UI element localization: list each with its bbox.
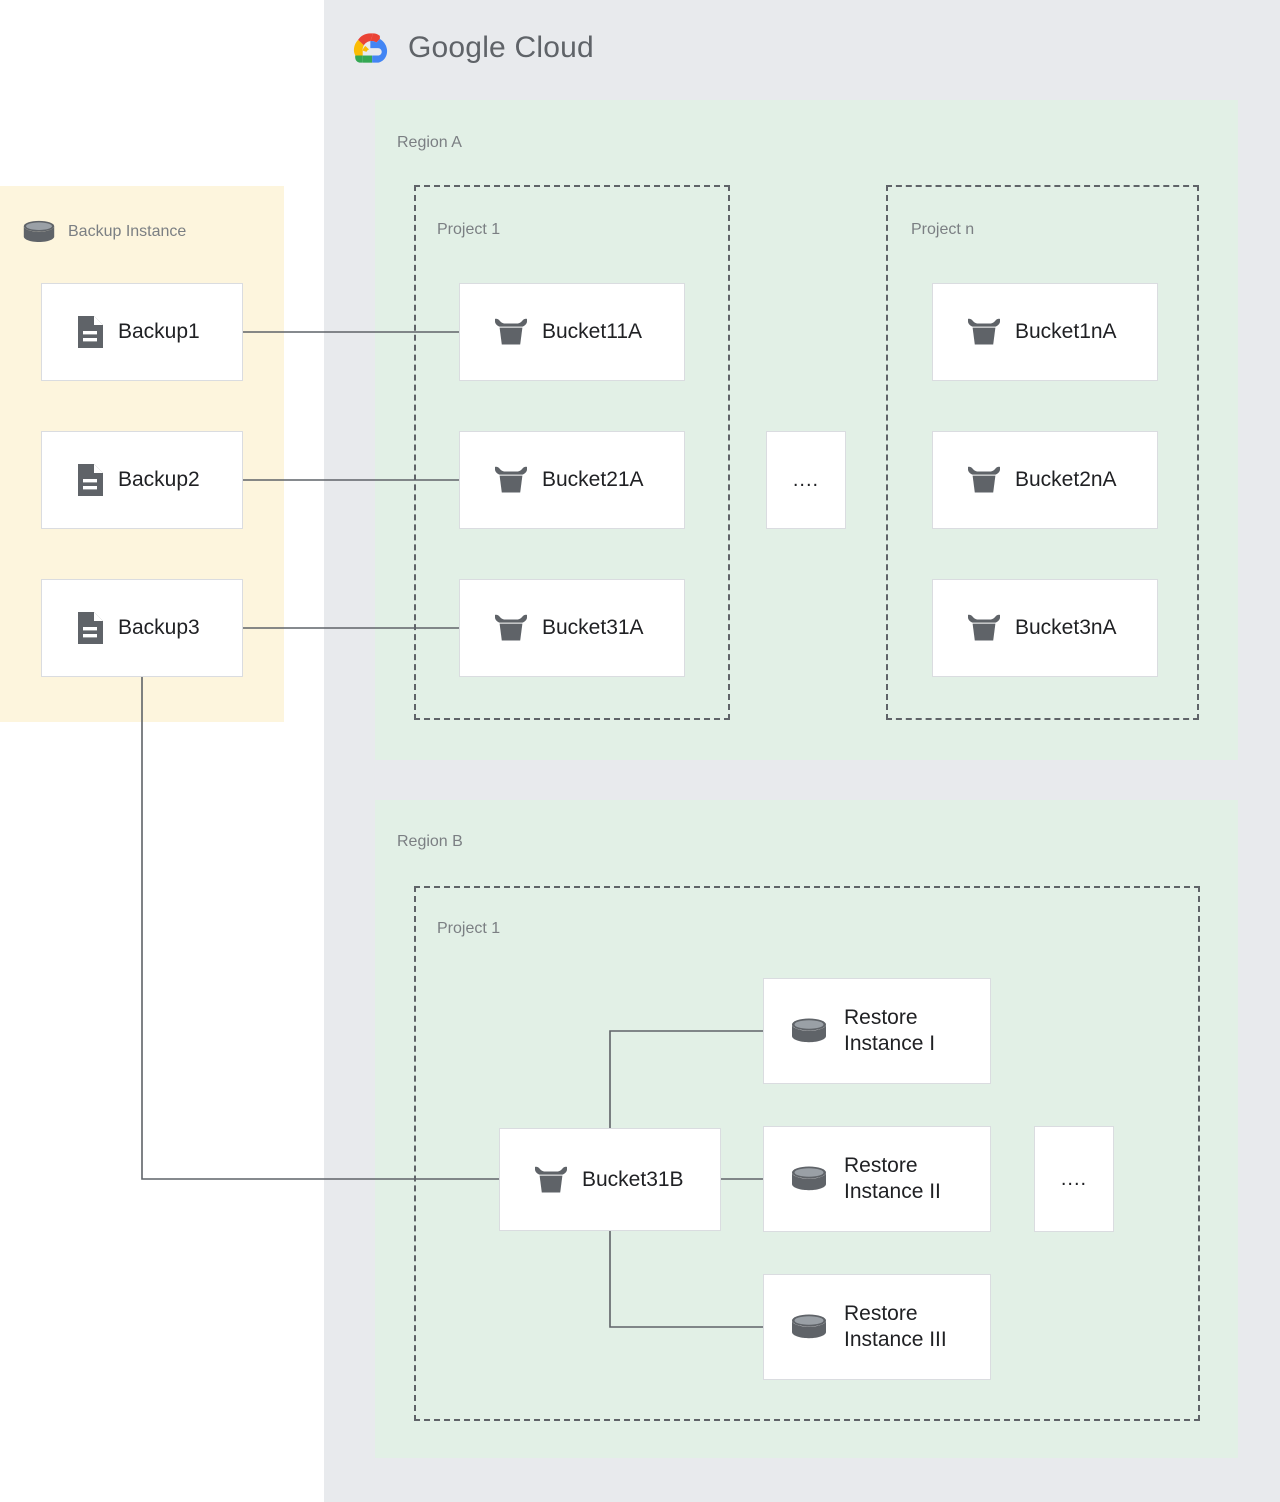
google-cloud-logo-icon	[353, 33, 388, 63]
ellipsis-label: ....	[792, 469, 820, 491]
node-backup3[interactable]: Backup3	[41, 579, 243, 677]
brand-name-google: Google	[408, 31, 506, 64]
database-icon	[792, 1314, 826, 1339]
backup-instance-title: Backup Instance	[68, 223, 187, 240]
node-bucket31b[interactable]: Bucket31B	[499, 1128, 721, 1231]
region-b-project-1-label: Project 1	[437, 920, 501, 937]
node-label: Bucket1nA	[1015, 320, 1117, 344]
bucket-icon	[968, 466, 1000, 493]
bucket-icon	[968, 614, 1000, 641]
database-icon	[792, 1018, 826, 1043]
node-bucket1na[interactable]: Bucket1nA	[932, 283, 1158, 381]
node-label: Bucket11A	[542, 320, 643, 344]
node-bucket21a[interactable]: Bucket21A	[459, 431, 685, 529]
google-cloud-brand: Google Cloud	[352, 26, 594, 70]
ellipsis-label: ....	[1060, 1168, 1088, 1190]
bucket-icon	[495, 614, 527, 641]
document-icon	[78, 612, 103, 644]
region-a-project-1	[414, 185, 730, 720]
database-icon	[23, 220, 55, 243]
node-restore-instance-i[interactable]: Restore Instance I	[763, 978, 991, 1084]
node-label: Bucket31A	[542, 616, 644, 640]
node-restore-instance-ii[interactable]: Restore Instance II	[763, 1126, 991, 1232]
region-b-label: Region B	[397, 833, 463, 850]
node-bucket11a[interactable]: Bucket11A	[459, 283, 685, 381]
bucket-icon	[495, 318, 527, 345]
region-a-ellipsis-box: ....	[766, 431, 846, 529]
node-backup2[interactable]: Backup2	[41, 431, 243, 529]
region-a-project-n	[886, 185, 1199, 720]
node-backup1[interactable]: Backup1	[41, 283, 243, 381]
region-a-label: Region A	[397, 134, 462, 151]
database-icon	[792, 1166, 826, 1191]
node-label: Restore Instance III	[844, 1302, 947, 1351]
node-label: Bucket21A	[542, 468, 644, 492]
region-a-project-1-label: Project 1	[437, 221, 501, 238]
node-label: Bucket2nA	[1015, 468, 1117, 492]
region-a-project-n-label: Project n	[911, 221, 975, 238]
bucket-icon	[535, 1166, 567, 1192]
node-restore-instance-iii[interactable]: Restore Instance III	[763, 1274, 991, 1380]
brand-name-cloud: Cloud	[514, 31, 594, 64]
node-bucket31a[interactable]: Bucket31A	[459, 579, 685, 677]
backup-instance-header: Backup Instance	[22, 218, 186, 246]
bucket-icon	[968, 318, 1000, 345]
node-bucket3na[interactable]: Bucket3nA	[932, 579, 1158, 677]
node-label: Bucket3nA	[1015, 616, 1117, 640]
node-label: Bucket31B	[582, 1167, 684, 1191]
brand-text: Google Cloud	[408, 31, 594, 65]
node-label: Restore Instance I	[844, 1006, 936, 1055]
node-label: Backup2	[118, 468, 200, 492]
bucket-icon	[495, 466, 527, 493]
region-b-ellipsis-box: ....	[1034, 1126, 1114, 1232]
document-icon	[78, 464, 103, 496]
node-bucket2na[interactable]: Bucket2nA	[932, 431, 1158, 529]
node-label: Backup3	[118, 616, 200, 640]
node-label: Restore Instance II	[844, 1154, 941, 1203]
document-icon	[78, 316, 103, 348]
node-label: Backup1	[118, 320, 200, 344]
